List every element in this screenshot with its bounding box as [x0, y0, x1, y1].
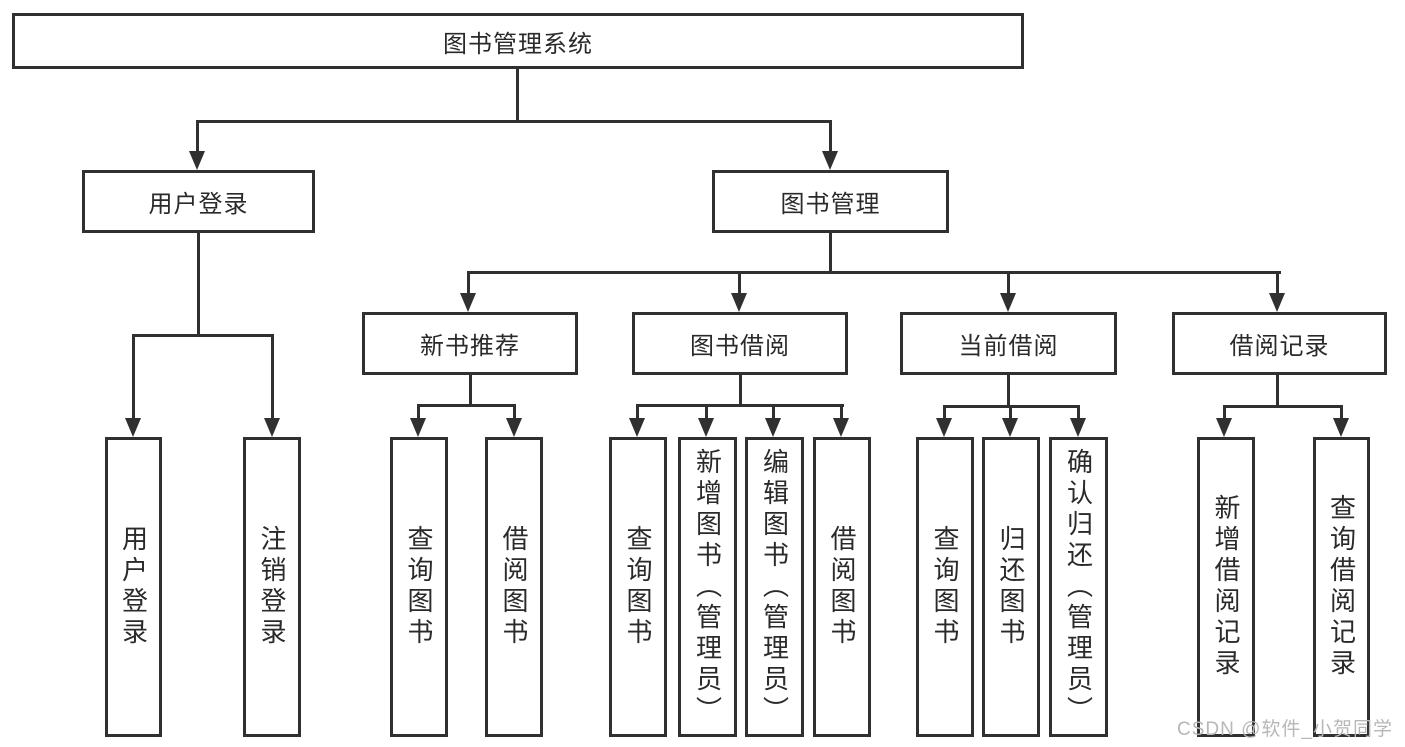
leaf-user-login: 用户登录	[105, 437, 162, 737]
leaf-borrow-book-recommend: 借阅图书	[485, 437, 543, 737]
leaf-add-book-admin: 新增图书（管理员）	[678, 437, 737, 737]
leaf-query-book-current: 查询图书	[916, 437, 974, 737]
connector-line	[636, 404, 844, 407]
arrow-down-icon	[1070, 418, 1086, 437]
arrow-down-icon	[1216, 418, 1232, 437]
arrow-down-icon	[833, 418, 849, 437]
node-current-borrow: 当前借阅	[900, 312, 1117, 375]
connector-line	[1009, 405, 1012, 420]
node-book-borrow: 图书借阅	[632, 312, 848, 375]
node-book-management-label: 图书管理	[780, 191, 881, 218]
node-user-login-label: 用户登录	[148, 191, 249, 218]
arrow-down-icon	[264, 418, 280, 437]
connector-line	[739, 375, 742, 406]
node-user-login: 用户登录	[82, 170, 315, 233]
leaf-confirm-return-admin: 确认归还（管理员）	[1049, 437, 1108, 737]
connector-line	[1223, 405, 1343, 408]
leaf-add-borrow-record: 新增借阅记录	[1197, 437, 1255, 737]
arrow-down-icon	[1333, 418, 1349, 437]
node-book-management: 图书管理	[712, 170, 949, 233]
connector-line	[271, 334, 274, 419]
leaf-return-book: 归还图书	[982, 437, 1040, 737]
node-current-borrow-label: 当前借阅	[958, 333, 1059, 360]
connector-line	[132, 334, 274, 337]
arrow-down-icon	[1000, 293, 1016, 312]
leaf-query-book-recommend: 查询图书	[390, 437, 448, 737]
arrow-down-icon	[1269, 293, 1285, 312]
node-borrow-records-label: 借阅记录	[1229, 333, 1330, 360]
arrow-down-icon	[460, 293, 476, 312]
arrow-down-icon	[731, 293, 747, 312]
connector-line	[132, 334, 135, 419]
node-root: 图书管理系统	[12, 13, 1024, 69]
leaf-borrow-book: 借阅图书	[813, 437, 871, 737]
arrow-down-icon	[698, 418, 714, 437]
connector-line	[417, 404, 516, 407]
leaf-logout: 注销登录	[243, 437, 301, 737]
leaf-query-book-borrow: 查询图书	[609, 437, 667, 737]
arrow-down-icon	[1002, 418, 1018, 437]
arrow-down-icon	[189, 151, 205, 170]
arrow-down-icon	[629, 418, 645, 437]
connector-line	[943, 405, 946, 420]
connector-line	[738, 271, 741, 295]
connector-line	[829, 120, 832, 153]
arrow-down-icon	[506, 418, 522, 437]
connector-line	[1007, 375, 1010, 407]
connector-line	[469, 375, 472, 406]
connector-line	[1276, 375, 1279, 407]
arrow-down-icon	[765, 418, 781, 437]
arrow-down-icon	[936, 418, 952, 437]
connector-line	[772, 404, 775, 420]
connector-line	[1276, 271, 1279, 295]
node-borrow-records: 借阅记录	[1172, 312, 1387, 375]
arrow-down-icon	[822, 151, 838, 170]
connector-line	[829, 233, 832, 274]
connector-line	[467, 271, 470, 295]
connector-line	[467, 271, 1281, 274]
connector-line	[840, 404, 843, 420]
watermark: CSDN @软件_小贺同学	[1177, 719, 1393, 740]
node-root-label: 图书管理系统	[443, 30, 593, 58]
connector-line	[1223, 405, 1226, 420]
leaf-query-borrow-record: 查询借阅记录	[1313, 437, 1370, 737]
connector-line	[1340, 405, 1343, 420]
connector-line	[417, 404, 420, 420]
connector-line	[705, 404, 708, 420]
connector-line	[196, 120, 199, 153]
arrow-down-icon	[125, 418, 141, 437]
connector-line	[196, 120, 832, 123]
arrow-down-icon	[410, 418, 426, 437]
leaf-edit-book-admin: 编辑图书（管理员）	[745, 437, 804, 737]
node-new-book-recommend: 新书推荐	[362, 312, 578, 375]
connector-line	[1007, 271, 1010, 295]
connector-line	[1077, 405, 1080, 420]
connector-line	[516, 69, 519, 122]
connector-line	[513, 404, 516, 420]
node-new-book-recommend-label: 新书推荐	[420, 333, 520, 360]
connector-line	[636, 404, 639, 420]
connector-line	[197, 233, 200, 337]
node-book-borrow-label: 图书借阅	[690, 333, 790, 360]
